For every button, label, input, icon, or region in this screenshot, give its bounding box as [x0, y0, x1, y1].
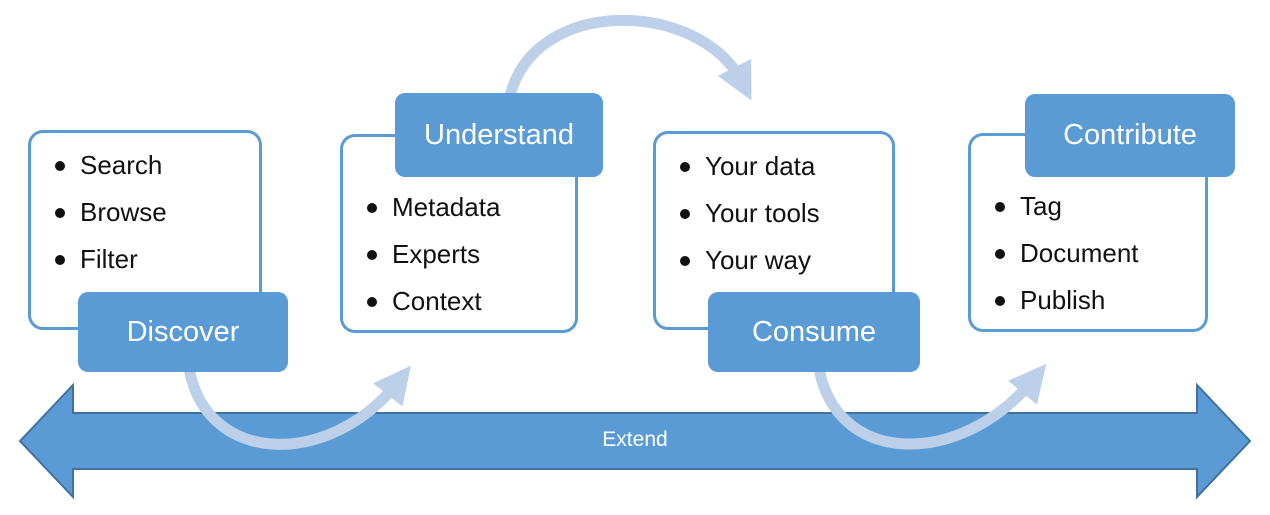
list-item-label: Your data: [705, 151, 816, 181]
discover-item-list: Search Browse Filter: [55, 142, 253, 283]
bullet-icon: [55, 207, 65, 218]
list-item: Experts: [367, 231, 569, 278]
list-item: Your way: [680, 237, 886, 284]
connector-consume-to-contribute: [814, 363, 1047, 450]
list-item: Your data: [680, 143, 886, 190]
list-item-label: Tag: [1020, 191, 1062, 221]
connector-understand-to-consume: [504, 14, 752, 102]
bullet-icon: [680, 161, 690, 172]
list-item-label: Your tools: [705, 198, 820, 228]
list-item-label: Experts: [392, 239, 481, 269]
discover-stage-label: Discover: [78, 292, 288, 372]
list-item: Publish: [995, 277, 1199, 324]
bullet-icon: [55, 254, 65, 265]
list-item-label: Metadata: [392, 192, 501, 222]
bullet-icon: [995, 201, 1005, 212]
bullet-icon: [995, 248, 1005, 259]
bullet-icon: [680, 255, 690, 266]
list-item: Tag: [995, 183, 1199, 230]
list-item: Context: [367, 278, 569, 325]
extend-arrow-label: Extend: [602, 428, 668, 451]
list-item: Filter: [55, 236, 253, 283]
list-item: Your tools: [680, 190, 886, 237]
list-item: Metadata: [367, 184, 569, 231]
extend-double-arrow: [18, 382, 1252, 500]
understand-item-list: Metadata Experts Context: [367, 184, 569, 325]
bullet-icon: [995, 295, 1005, 306]
bullet-icon: [55, 160, 65, 171]
list-item-label: Document: [1020, 238, 1139, 268]
understand-stage-label: Understand: [395, 93, 603, 177]
bullet-icon: [680, 208, 690, 219]
contribute-stage-label: Contribute: [1025, 94, 1235, 177]
consume-stage-label: Consume: [708, 292, 920, 372]
bullet-icon: [367, 202, 377, 213]
connector-discover-to-understand: [184, 365, 411, 450]
list-item-label: Publish: [1020, 285, 1106, 315]
consume-item-list: Your data Your tools Your way: [680, 143, 886, 284]
list-item: Document: [995, 230, 1199, 277]
list-item-label: Browse: [80, 197, 167, 227]
list-item: Search: [55, 142, 253, 189]
list-item-label: Filter: [80, 244, 138, 274]
list-item: Browse: [55, 189, 253, 236]
bullet-icon: [367, 249, 377, 260]
contribute-item-list: Tag Document Publish: [995, 183, 1199, 324]
list-item-label: Your way: [705, 245, 811, 275]
list-item-label: Context: [392, 286, 482, 316]
bullet-icon: [367, 296, 377, 307]
list-item-label: Search: [80, 150, 163, 180]
